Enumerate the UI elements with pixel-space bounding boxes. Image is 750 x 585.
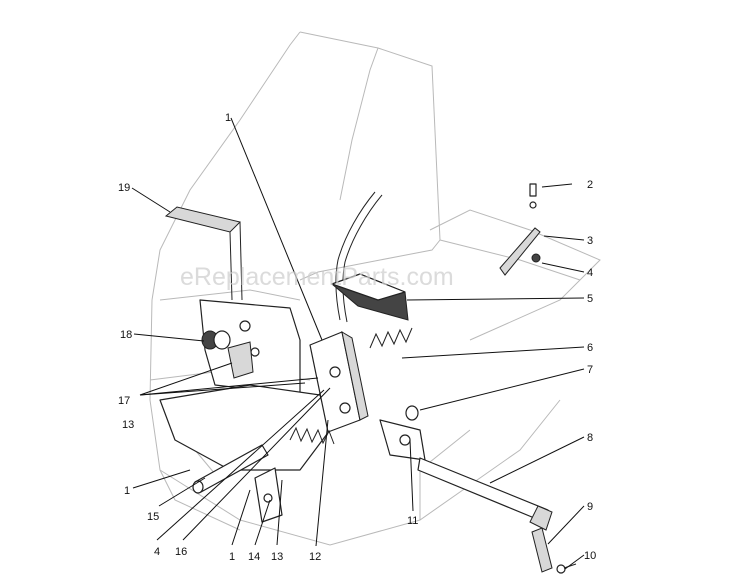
long-rod — [417, 457, 553, 531]
callout-5: 5 — [587, 293, 593, 305]
guide-rod — [335, 191, 383, 323]
callout-1-left: 1 — [124, 485, 130, 497]
hinge-bracket — [499, 183, 541, 276]
watermark: eReplacementParts.com — [180, 263, 454, 291]
clip — [531, 527, 553, 573]
callout-3: 3 — [587, 235, 593, 247]
housing-outline — [149, 31, 601, 546]
small-bar — [227, 341, 254, 379]
callout-labels: 1 2 3 4 5 6 7 8 9 10 11 12 13 14 1 16 4 … — [118, 112, 596, 563]
callout-4-right: 4 — [587, 267, 593, 279]
callout-15: 15 — [147, 511, 159, 523]
callout-13-bottom: 13 — [271, 551, 283, 563]
callout-1-top: 1 — [225, 112, 231, 124]
leader-lines — [131, 117, 585, 570]
pedal-pad — [331, 273, 409, 321]
base-plate — [159, 384, 331, 471]
center-block — [309, 330, 369, 433]
lever-arm — [254, 467, 283, 523]
callout-16: 16 — [175, 546, 187, 558]
upper-spring — [369, 327, 413, 349]
pedal-plate — [164, 206, 243, 301]
callout-1-bottom: 1 — [229, 551, 235, 563]
bolt-7 — [405, 405, 419, 421]
callout-10: 10 — [584, 550, 596, 562]
callout-14: 14 — [248, 551, 260, 563]
callout-9: 9 — [587, 501, 593, 513]
callout-7: 7 — [587, 364, 593, 376]
callout-12: 12 — [309, 551, 321, 563]
callout-11: 11 — [407, 515, 418, 527]
callout-17: 17 — [118, 395, 130, 407]
roller — [201, 330, 231, 350]
callout-13-left: 13 — [122, 419, 134, 431]
callout-8: 8 — [587, 432, 593, 444]
callout-4-bottom: 4 — [154, 546, 160, 558]
callout-2: 2 — [587, 179, 593, 191]
callout-18: 18 — [120, 329, 132, 341]
callout-19: 19 — [118, 182, 130, 194]
callout-6: 6 — [587, 342, 593, 354]
pivot-bracket — [379, 419, 426, 461]
